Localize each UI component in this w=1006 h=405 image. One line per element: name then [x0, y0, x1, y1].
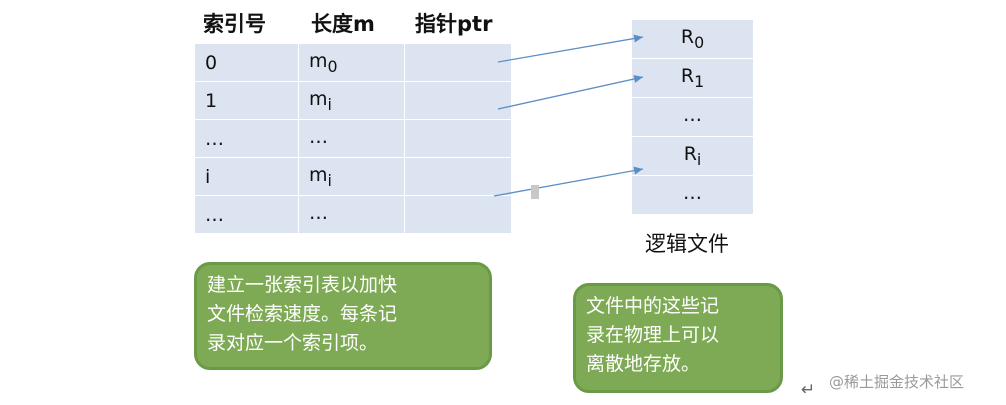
index-cell: … [194, 119, 299, 158]
table-row: … … [194, 195, 512, 234]
index-cell: i [194, 157, 299, 196]
record-label: R [683, 143, 697, 166]
return-icon: ↵ [801, 380, 816, 400]
callout-physical-storage: 文件中的这些记 录在物理上可以 离散地存放。 [573, 283, 783, 393]
index-table: 0 m0 1 mi … … i mi … … [194, 43, 512, 234]
record-subscript: i [696, 149, 702, 169]
table-row: i mi [194, 157, 512, 196]
length-subscript: 0 [327, 56, 338, 76]
length-value: m [309, 87, 328, 110]
record-label: … [683, 182, 702, 205]
length-subscript: i [327, 94, 332, 114]
table-row: … … [194, 119, 512, 158]
record-cell: … [631, 97, 754, 137]
length-cell: … [298, 195, 405, 234]
length-cell: mi [298, 81, 405, 120]
length-subscript: i [327, 170, 332, 190]
pointer-arrow-1 [497, 75, 644, 110]
pointer-arrow-i [493, 166, 644, 197]
pointer-cell [404, 81, 512, 120]
length-value: m [309, 49, 328, 72]
record-subscript: 1 [694, 71, 705, 91]
pointer-cell [404, 43, 512, 82]
watermark: @稀土掘金技术社区 [829, 373, 965, 391]
pointer-cell [404, 119, 512, 158]
header-pointer: 指针ptr [415, 12, 493, 36]
pointer-cell [404, 195, 512, 234]
record-subscript: 0 [694, 32, 705, 52]
record-label: … [683, 104, 702, 127]
table-row: 0 m0 [194, 43, 512, 82]
record-cell: … [631, 175, 754, 215]
length-value: … [309, 201, 328, 224]
logical-file-table: R0 R1 … Ri … [631, 19, 754, 215]
record-label: R [680, 26, 695, 49]
record-cell: Ri [631, 136, 754, 176]
length-cell: … [298, 119, 405, 158]
length-value: … [309, 125, 328, 148]
logical-file-title: 逻辑文件 [645, 232, 729, 256]
table-row: 1 mi [194, 81, 512, 120]
record-cell: R0 [631, 19, 754, 59]
header-length: 长度m [311, 12, 375, 36]
pointer-arrow-0 [497, 34, 644, 63]
length-value: m [309, 163, 328, 186]
record-label: R [680, 65, 695, 88]
callout-index-table: 建立一张索引表以加快 文件检索速度。每条记 录对应一个索引项。 [194, 262, 492, 370]
pointer-cell [404, 157, 512, 196]
small-gray-marker [531, 185, 539, 199]
index-cell: 1 [194, 81, 299, 120]
length-cell: mi [298, 157, 405, 196]
header-index-no: 索引号 [203, 12, 266, 36]
index-cell: … [194, 195, 299, 234]
